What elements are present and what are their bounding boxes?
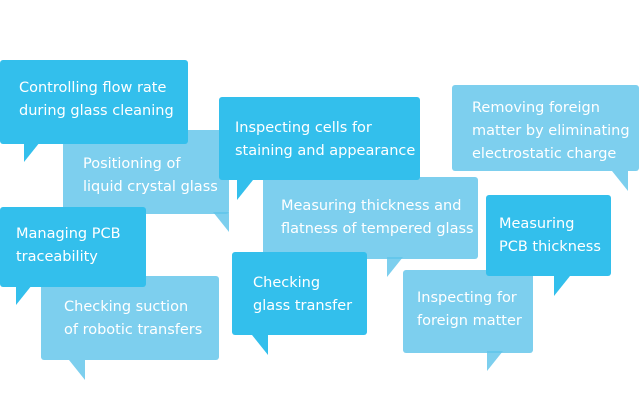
bubble-measuring-pcb-thickness: Measuring PCB thickness — [486, 195, 611, 296]
bubble-text-line: foreign matter — [417, 313, 522, 329]
bubble-controlling-flow-rate: Controlling flow rate during glass clean… — [0, 60, 188, 162]
bubble-text-line: Positioning of — [83, 156, 181, 172]
bubble-text-line: of robotic transfers — [64, 322, 203, 338]
bubble-text-line: Measuring — [499, 216, 575, 232]
bubble-measuring-tempered-glass: Measuring thickness and flatness of temp… — [263, 177, 478, 277]
bubble-tail — [612, 171, 628, 191]
bubble-text-line: Checking — [253, 275, 321, 291]
bubble-text-line: PCB thickness — [499, 239, 601, 255]
bubble-tail — [487, 351, 503, 371]
bubble-text-line: Controlling flow rate — [19, 80, 167, 96]
bubble-removing-foreign-matter: Removing foreign matter by eliminating e… — [452, 85, 639, 191]
bubble-text-line: flatness of tempered glass — [281, 221, 474, 237]
bubble-text-line: Inspecting for — [417, 290, 517, 306]
bubble-text-line: Removing foreign — [472, 100, 600, 116]
bubble-text-line: traceability — [16, 249, 98, 265]
bubble-text-line: electrostatic charge — [472, 146, 617, 162]
bubble-managing-pcb-traceability: Managing PCB traceability — [0, 207, 146, 305]
bubble-positioning-lcd-glass: Positioning of liquid crystal glass — [63, 130, 229, 232]
bubble-tail — [237, 180, 253, 200]
bubble-text-line: during glass cleaning — [19, 103, 174, 119]
bubble-text-line: Measuring thickness and — [281, 198, 462, 214]
bubble-tail — [387, 257, 403, 277]
bubble-checking-suction: Checking suction of robotic transfers — [41, 276, 219, 380]
bubble-tail — [213, 212, 229, 232]
bubble-tail — [252, 335, 268, 355]
bubble-text-line: Checking suction — [64, 299, 189, 315]
bubble-tail — [69, 360, 85, 380]
bubble-text-line: Managing PCB — [16, 226, 121, 242]
bubble-inspecting-cells: Inspecting cells for staining and appear… — [219, 97, 420, 200]
bubble-text-line: Inspecting cells for — [235, 120, 372, 136]
bubble-text-line: glass transfer — [253, 298, 353, 314]
bubble-tail — [16, 285, 32, 305]
bubble-checking-glass-transfer: Checking glass transfer — [232, 252, 367, 355]
bubble-tail — [24, 142, 40, 162]
bubble-text-line: matter by eliminating — [472, 123, 630, 139]
bubble-tail — [554, 276, 570, 296]
bubble-text-line: liquid crystal glass — [83, 179, 218, 195]
bubble-inspecting-foreign-matter: Inspecting for foreign matter — [403, 270, 533, 371]
bubble-text-line: staining and appearance — [235, 143, 416, 159]
